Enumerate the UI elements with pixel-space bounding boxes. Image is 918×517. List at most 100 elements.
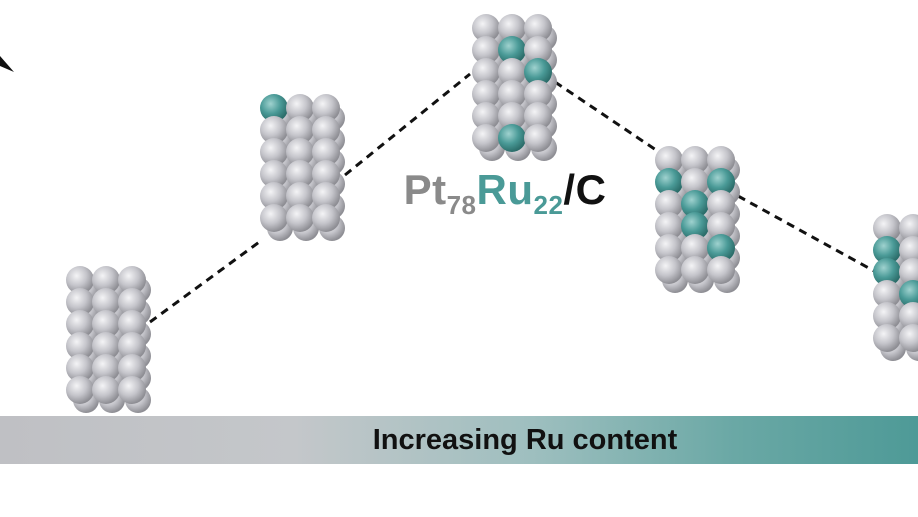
pt-atom bbox=[260, 138, 288, 166]
pt-atom bbox=[286, 204, 314, 232]
pt-atom bbox=[286, 160, 314, 188]
pt-atom bbox=[873, 214, 901, 242]
trend-segment-1 bbox=[149, 238, 263, 324]
pt-atom bbox=[312, 94, 340, 122]
pt-atom bbox=[655, 212, 683, 240]
pt-atom bbox=[498, 102, 526, 130]
pt-atom bbox=[472, 58, 500, 86]
ru-atom bbox=[681, 190, 709, 218]
pt-atom bbox=[66, 266, 94, 294]
pt-atom bbox=[66, 310, 94, 338]
ru-atom bbox=[524, 58, 552, 86]
pt-atom bbox=[655, 234, 683, 262]
pt-atom bbox=[498, 14, 526, 42]
pt-atom bbox=[92, 376, 120, 404]
pt-atom bbox=[524, 36, 552, 64]
label-pt-subscript: 78 bbox=[446, 190, 477, 220]
pt-atom bbox=[681, 146, 709, 174]
label-ru: Ru bbox=[476, 166, 534, 213]
pt-atom bbox=[472, 80, 500, 108]
pt-atom bbox=[524, 14, 552, 42]
trend-segment-3 bbox=[554, 80, 657, 152]
pt-atom bbox=[472, 36, 500, 64]
pt-atom bbox=[655, 146, 683, 174]
pt-atom bbox=[655, 256, 683, 284]
pt-atom bbox=[312, 160, 340, 188]
pt-atom bbox=[707, 190, 735, 218]
pt-atom bbox=[655, 190, 683, 218]
pt-atom bbox=[681, 234, 709, 262]
pt-atom bbox=[66, 288, 94, 316]
ru-atom bbox=[260, 94, 288, 122]
pt-atom bbox=[707, 146, 735, 174]
pt-atom bbox=[92, 288, 120, 316]
composition-label: Pt78Ru22/C bbox=[0, 166, 918, 221]
pt-atom bbox=[66, 354, 94, 382]
pt-atom bbox=[118, 332, 146, 360]
pt-atom bbox=[472, 124, 500, 152]
pt-atom bbox=[118, 310, 146, 338]
particle-low-ru bbox=[260, 94, 345, 241]
pt-atom bbox=[312, 116, 340, 144]
pt-atom bbox=[286, 94, 314, 122]
pt-atom bbox=[260, 182, 288, 210]
ru-atom bbox=[707, 168, 735, 196]
pt-atom bbox=[312, 182, 340, 210]
particle-mid-ru bbox=[655, 146, 740, 293]
pt-atom bbox=[286, 182, 314, 210]
pt-atom bbox=[707, 212, 735, 240]
trend-segment-4 bbox=[737, 194, 877, 274]
bar-label: Increasing Ru content bbox=[372, 424, 678, 456]
axis-arrow-icon bbox=[0, 56, 14, 72]
pt-atom bbox=[286, 138, 314, 166]
pt-atom bbox=[260, 204, 288, 232]
pt-atom bbox=[681, 168, 709, 196]
pt-atom bbox=[260, 116, 288, 144]
particle-high-ru bbox=[873, 214, 918, 361]
pt-atom bbox=[899, 236, 918, 264]
pt-atom bbox=[498, 80, 526, 108]
pt-atom bbox=[472, 102, 500, 130]
ru-atom bbox=[873, 236, 901, 264]
pt-atom bbox=[118, 288, 146, 316]
ru-atom bbox=[873, 258, 901, 286]
pt-atom bbox=[92, 310, 120, 338]
ru-atom bbox=[899, 280, 918, 308]
particle-pure-pt bbox=[66, 266, 151, 413]
pt-atom bbox=[873, 324, 901, 352]
ru-atom bbox=[655, 168, 683, 196]
pt-atom bbox=[681, 256, 709, 284]
pt-atom bbox=[118, 266, 146, 294]
pt-atom bbox=[873, 280, 901, 308]
pt-atom bbox=[312, 138, 340, 166]
pt-atom bbox=[524, 124, 552, 152]
pt-atom bbox=[66, 332, 94, 360]
ru-atom bbox=[498, 124, 526, 152]
pt-atom bbox=[524, 102, 552, 130]
pt-atom bbox=[899, 258, 918, 286]
pt-atom bbox=[118, 376, 146, 404]
particle-pt78ru22 bbox=[472, 14, 557, 161]
ru-atom bbox=[498, 36, 526, 64]
pt-atom bbox=[899, 302, 918, 330]
ru-atom bbox=[681, 212, 709, 240]
label-pt: Pt bbox=[403, 166, 447, 213]
label-ru-subscript: 22 bbox=[533, 190, 564, 220]
pt-atom bbox=[524, 80, 552, 108]
pt-atom bbox=[899, 324, 918, 352]
pt-atom bbox=[873, 302, 901, 330]
pt-atom bbox=[707, 256, 735, 284]
nanoparticle-models bbox=[66, 14, 918, 413]
pt-atom bbox=[92, 354, 120, 382]
pt-atom bbox=[260, 160, 288, 188]
pt-atom bbox=[498, 58, 526, 86]
pt-atom bbox=[899, 214, 918, 242]
pt-atom bbox=[92, 332, 120, 360]
ru-content-gradient-bar: Increasing Ru content bbox=[0, 416, 918, 464]
pt-atom bbox=[118, 354, 146, 382]
label-support: /C bbox=[563, 166, 607, 213]
ru-atom bbox=[707, 234, 735, 262]
pt-atom bbox=[66, 376, 94, 404]
pt-atom bbox=[92, 266, 120, 294]
